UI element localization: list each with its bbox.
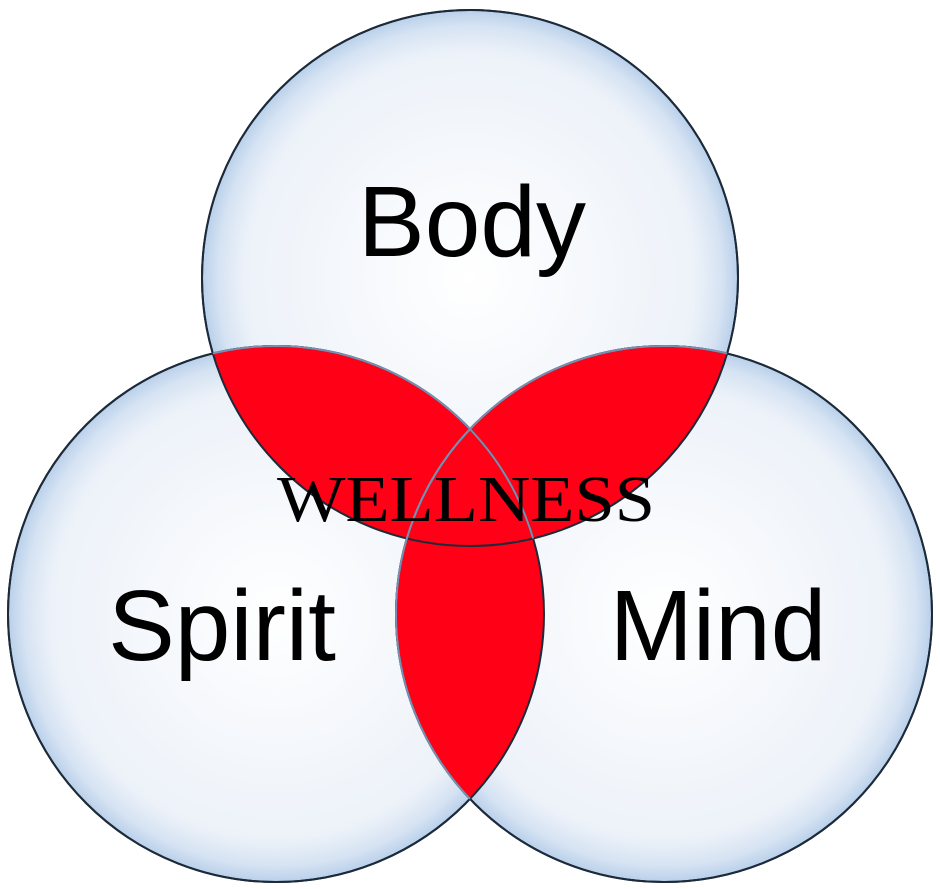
overlap-body-mind — [396, 346, 738, 546]
circle-outlines — [7, 9, 933, 883]
label-mind: Mind — [610, 570, 827, 682]
label-body: Body — [358, 166, 586, 278]
overlap-body-spirit — [202, 346, 544, 546]
label-spirit: Spirit — [108, 570, 336, 682]
label-wellness: WELLNESS — [277, 463, 655, 536]
